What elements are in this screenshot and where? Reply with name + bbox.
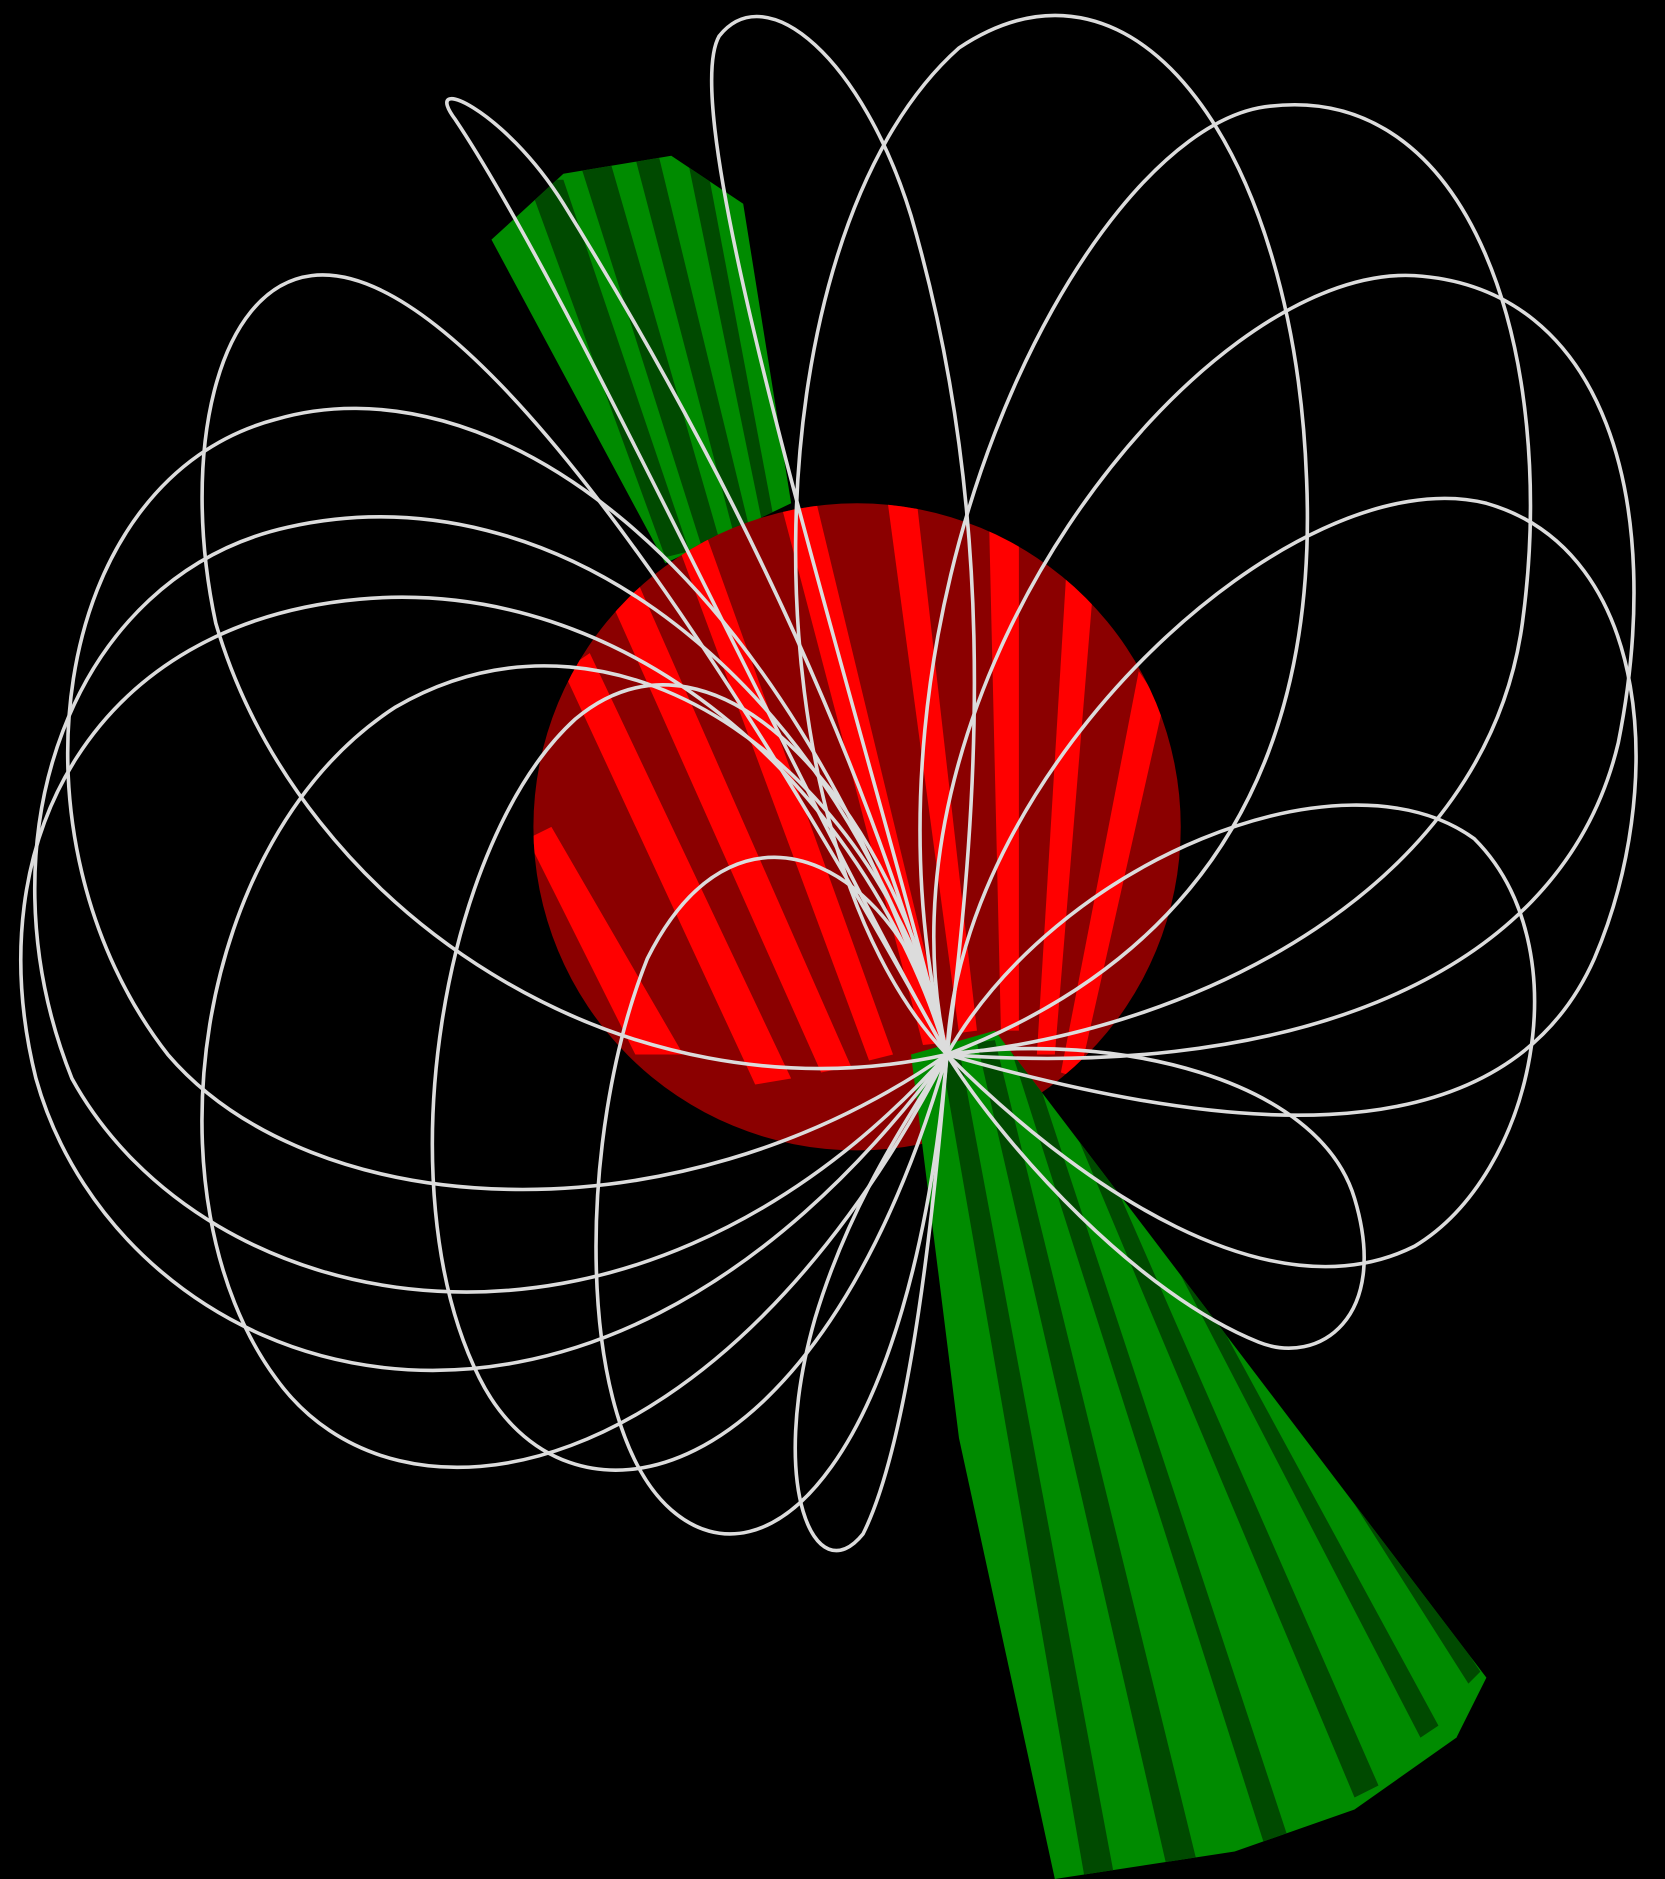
pulsar-diagram	[0, 0, 1665, 1879]
